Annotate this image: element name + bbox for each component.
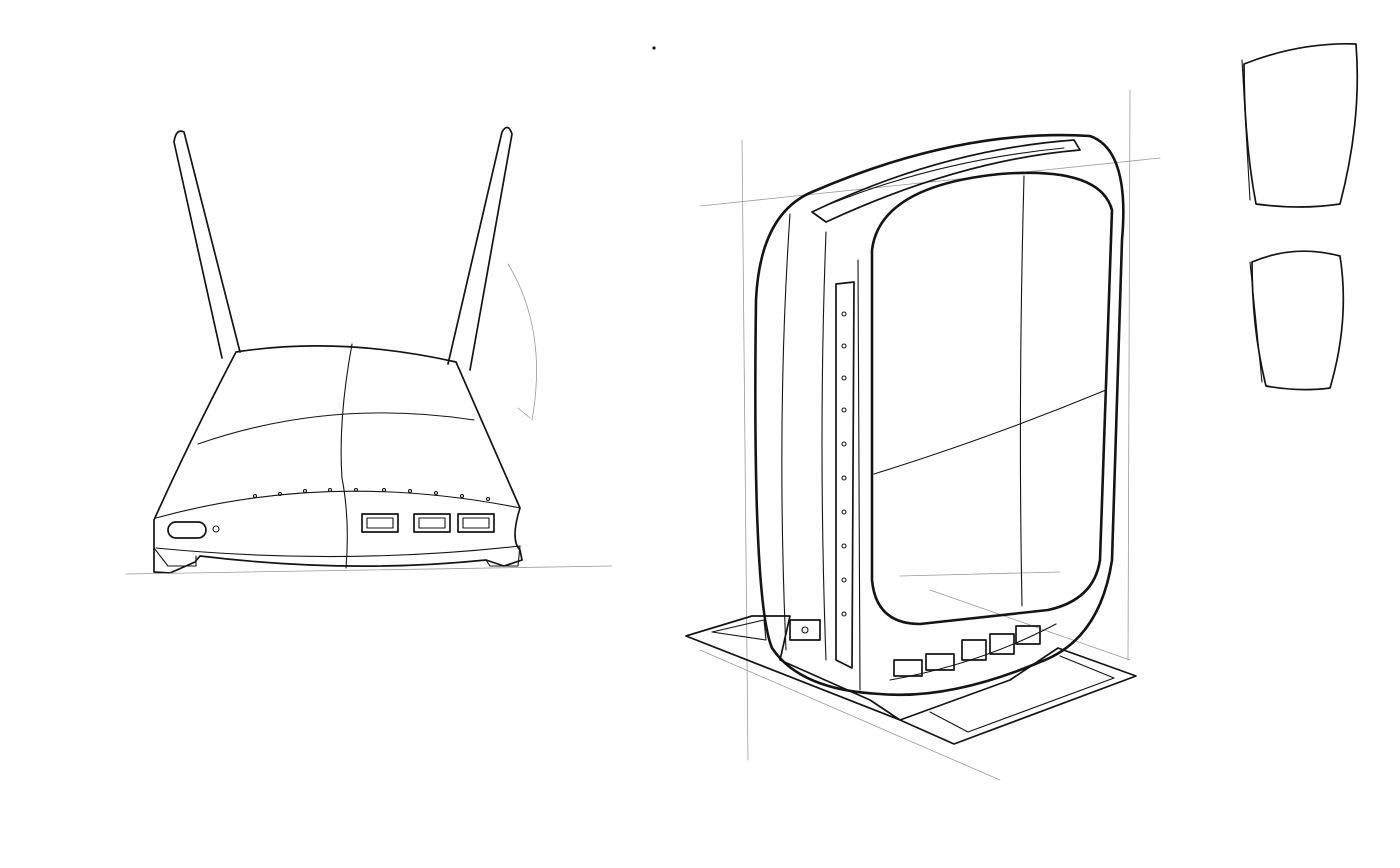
router-body	[153, 345, 523, 574]
right-antenna	[447, 126, 513, 371]
rear-port-1	[893, 659, 923, 677]
rear-port-5	[1015, 625, 1041, 645]
ink-speck	[652, 46, 656, 50]
rear-port-2	[925, 653, 955, 671]
thumbnail-shape-1	[1243, 42, 1359, 208]
power-button	[167, 521, 207, 539]
side-switch	[789, 619, 821, 641]
port-2	[413, 513, 451, 533]
router-shell	[754, 133, 1125, 697]
front-panel	[870, 171, 1114, 626]
shape-thumbnail-sketches	[1241, 42, 1359, 391]
port-1	[361, 513, 399, 533]
side-led-strip	[835, 281, 855, 669]
left-antenna	[173, 130, 241, 359]
rear-port-4	[989, 633, 1015, 655]
thumbnail-shape-2	[1251, 250, 1345, 391]
top-vent	[811, 139, 1081, 223]
rear-port-3	[961, 639, 987, 661]
status-led	[212, 525, 220, 533]
antenna-router-sketch	[125, 126, 613, 575]
port-3	[457, 513, 495, 533]
side-led-dots	[841, 311, 847, 617]
stand-base	[685, 615, 1137, 745]
vertical-router-sketch	[685, 89, 1161, 781]
